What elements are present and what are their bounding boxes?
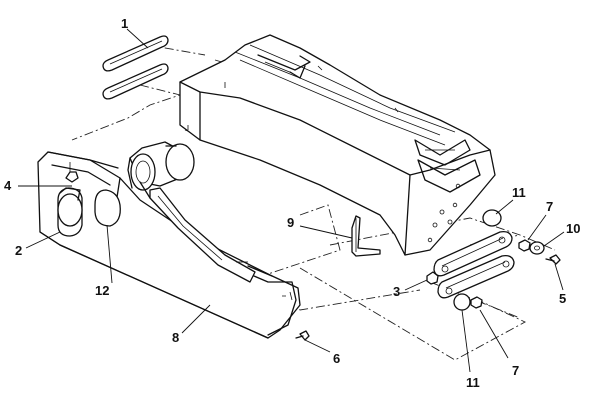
callout-4: 4 <box>4 178 12 193</box>
callout-7-upper: 7 <box>546 199 553 214</box>
callout-7-lower: 7 <box>512 363 519 378</box>
hardware-parts <box>295 209 561 341</box>
callout-6: 6 <box>333 351 340 366</box>
callout-8: 8 <box>172 330 179 345</box>
part-8-arm <box>127 141 256 283</box>
callout-10: 10 <box>566 221 580 236</box>
leader-lines <box>18 28 565 373</box>
callout-labels: 1 4 2 12 8 9 3 11 7 10 5 6 11 7 <box>4 16 580 390</box>
callout-2: 2 <box>15 243 22 258</box>
part-1-strips <box>102 35 169 100</box>
main-housing <box>179 34 496 256</box>
callout-1: 1 <box>121 16 128 31</box>
part-2-front-bar <box>37 151 301 339</box>
callout-3: 3 <box>393 284 400 299</box>
callout-11-upper: 11 <box>512 185 526 200</box>
part-9-bracket <box>351 215 381 257</box>
callout-5: 5 <box>559 291 566 306</box>
callout-9: 9 <box>287 215 294 230</box>
callout-12: 12 <box>95 283 109 298</box>
callout-11-lower: 11 <box>466 375 480 390</box>
